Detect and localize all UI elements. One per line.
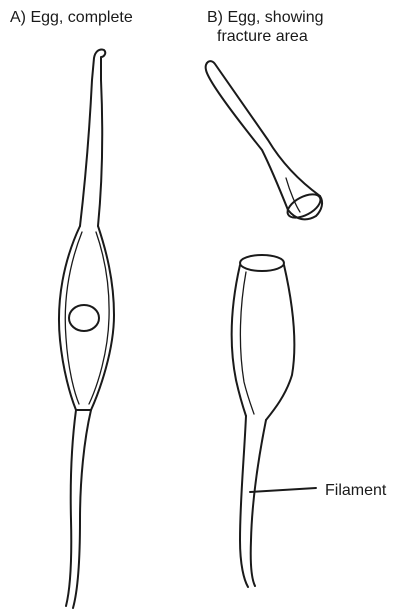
egg-b-bottom-inner [240,272,254,414]
egg-b-bottom-filament [240,416,266,587]
egg-b-top-stalk [206,61,320,210]
egg-b-top-fracture-face [284,190,324,223]
egg-b-top-inner [286,178,300,212]
egg-b-bottom-fracture-face [240,255,284,271]
egg-b-bottom-body [232,265,295,420]
egg-a-lower-filament [66,410,91,608]
egg-a-upper-stalk [80,49,105,226]
filament-pointer-line [250,488,316,492]
egg-a-body [59,226,114,410]
egg-fracture-top-piece [206,61,324,222]
egg-a-nucleus [69,305,99,331]
egg-complete-drawing [59,49,114,608]
egg-fracture-bottom-piece [232,255,295,587]
